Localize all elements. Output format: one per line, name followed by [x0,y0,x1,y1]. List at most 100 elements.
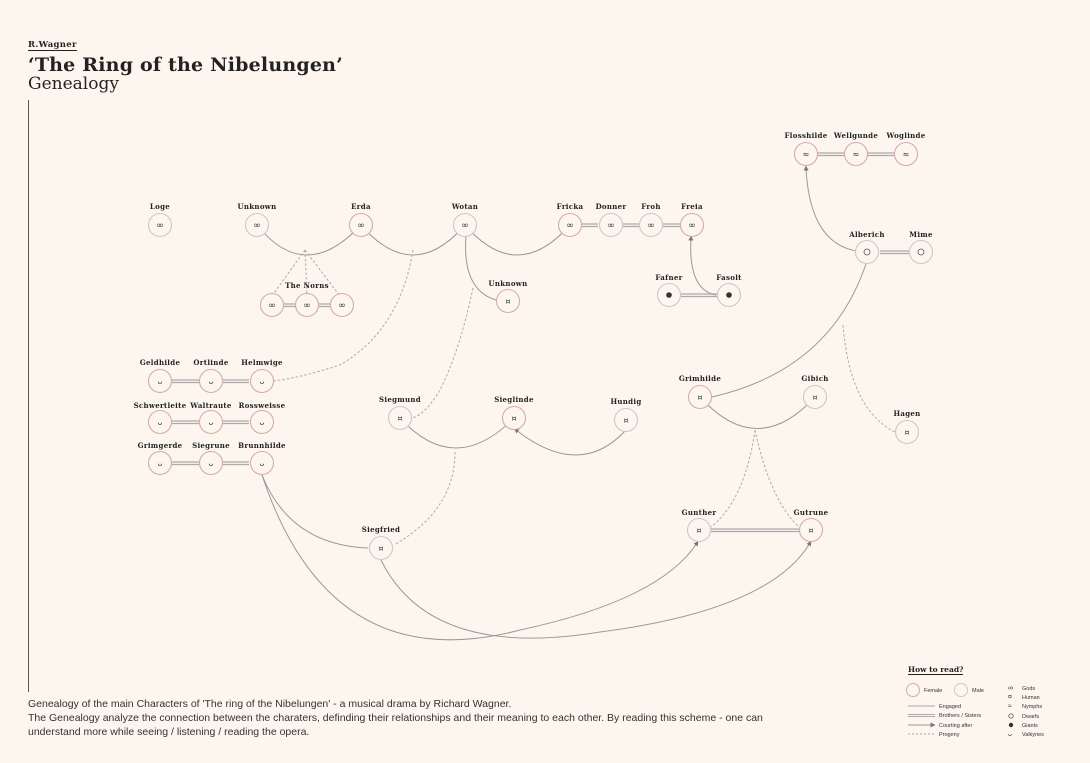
legend-giants-label: Giants [1022,723,1038,729]
engaged-wotan-fricka [464,224,571,256]
erda-node: ∞ [348,212,374,238]
fricka-node: ∞ [557,212,583,238]
god-icon: ∞ [357,221,365,231]
siegmund-node: ¤ [387,405,413,431]
human-icon: ¤ [696,526,701,535]
froh-label: Froh [641,202,661,211]
waltraute-label: Waltraute [189,401,232,410]
valkyrie-icon: ᴗ [158,459,163,468]
flosshilde-label: Flosshilde [785,131,828,140]
wellgunde-label: Wellgunde [833,131,878,140]
unknown1-node: ∞ [244,212,270,238]
god-icon: ∞ [566,221,574,231]
progeny-gibich-gutrune [754,429,800,528]
human-icon: ¤ [808,526,813,535]
fasolt-label: Fasolt [716,273,742,282]
engaged-siegmund-sieglinde [399,417,515,449]
god-icon: ∞ [461,221,469,231]
siblings-line-rhinemaidens [817,152,894,157]
wotan-node: ∞ [452,212,478,238]
legend-dwarfs-icon [1008,713,1014,719]
nymph-icon: ≈ [853,150,860,159]
description-line-2: The Genealogy analyze the connection bet… [28,712,763,724]
legend-progeny-label: Progeny [939,732,960,738]
loge-label: Loge [150,202,170,211]
unknown2-label: Unknown [488,279,527,288]
wellgunde-node: ≈ [843,141,869,167]
god-icon: ∞ [607,221,615,231]
human-icon: ¤ [397,414,402,423]
gutrune-label: Gutrune [794,508,829,517]
donner-label: Donner [596,202,627,211]
god-icon: ∞ [156,221,164,231]
legend-male-label: Male [972,688,984,694]
courting-alberich-rhinemaidens [803,165,867,253]
courting-siegfried-gutrune [380,540,812,639]
gunther-label: Gunther [682,508,717,517]
page-subtitle: Genealogy [28,74,119,94]
description: Genealogy of the main Characters of 'The… [28,697,768,739]
valkyrie-icon: ᴗ [260,459,265,468]
engaged-erda-wotan [360,224,466,256]
dwarf-icon [863,248,871,256]
brunnhilde-node: ᴗ [249,450,275,476]
description-line-3: understand more while seeing / listening… [28,726,310,738]
grimhilde-label: Grimhilde [679,374,721,383]
human-icon: ¤ [378,544,383,553]
valkyrie-icon: ᴗ [209,418,214,427]
legend-siblings-line [908,714,935,717]
gunther-node: ¤ [686,517,712,543]
gutrune-node: ¤ [798,517,824,543]
progeny-wotan-walsungs [411,287,474,419]
grimgerde-node: ᴗ [147,450,173,476]
valkyrie-icon: ᴗ [158,418,163,427]
grimhilde-node: ¤ [687,384,713,410]
ortlinde-label: Ortlinde [193,358,228,367]
siegfried-node: ¤ [368,535,394,561]
human-icon: ¤ [812,393,817,402]
alberich-node [854,239,880,265]
legend-nymphs-label: Nymphs [1022,704,1042,710]
god-icon: ∞ [647,221,655,231]
progeny-erda-norns [271,249,341,297]
human-icon: ¤ [505,297,510,306]
courting-brunnhilde-gunther [261,474,699,641]
engaged-unknown-erda [256,224,362,256]
god-icon: ∞ [268,301,276,311]
fafner-node [656,282,682,308]
valkyrie-icon: ᴗ [158,377,163,386]
sieglinde-label: Sieglinde [494,395,534,404]
courting-alberich-grimhilde [711,263,867,398]
siblings-line-gods [582,223,680,228]
hundig-node: ¤ [613,407,639,433]
flosshilde-node: ≈ [793,141,819,167]
legend-courting-label: Courting after [939,723,972,729]
hagen-label: Hagen [893,409,920,418]
author-label: R.Wagner [28,40,77,51]
courting-fasolt-freia [688,235,717,296]
human-icon: ¤ [623,416,628,425]
legend-dwarfs-label: Dwarfs [1022,714,1039,720]
alberich-label: Alberich [848,230,885,239]
brunnhilde-label: Brunnhilde [238,441,286,450]
description-line-1: Genealogy of the main Characters of 'The… [28,698,512,710]
unknown1-label: Unknown [237,202,276,211]
nymph-icon: ≈ [803,150,810,159]
siegmund-label: Siegmund [379,395,421,404]
rossweisse-label: Rossweisse [239,401,286,410]
siegfried-label: Siegfried [362,525,400,534]
loge-node: ∞ [147,212,173,238]
margin-rule [28,100,29,692]
valkyrie-icon: ᴗ [260,418,265,427]
courting-wotan-unknown [465,235,497,301]
siegrune-node: ᴗ [198,450,224,476]
valkyrie-icon: ᴗ [260,377,265,386]
giant-icon [726,292,732,298]
progeny-alberich-hagen [842,324,896,433]
siblings-line-alberich-mime [880,250,909,255]
waltraute-node: ᴗ [198,409,224,435]
human-icon: ¤ [511,414,516,423]
schwertleite-label: Schwertleite [134,401,187,410]
